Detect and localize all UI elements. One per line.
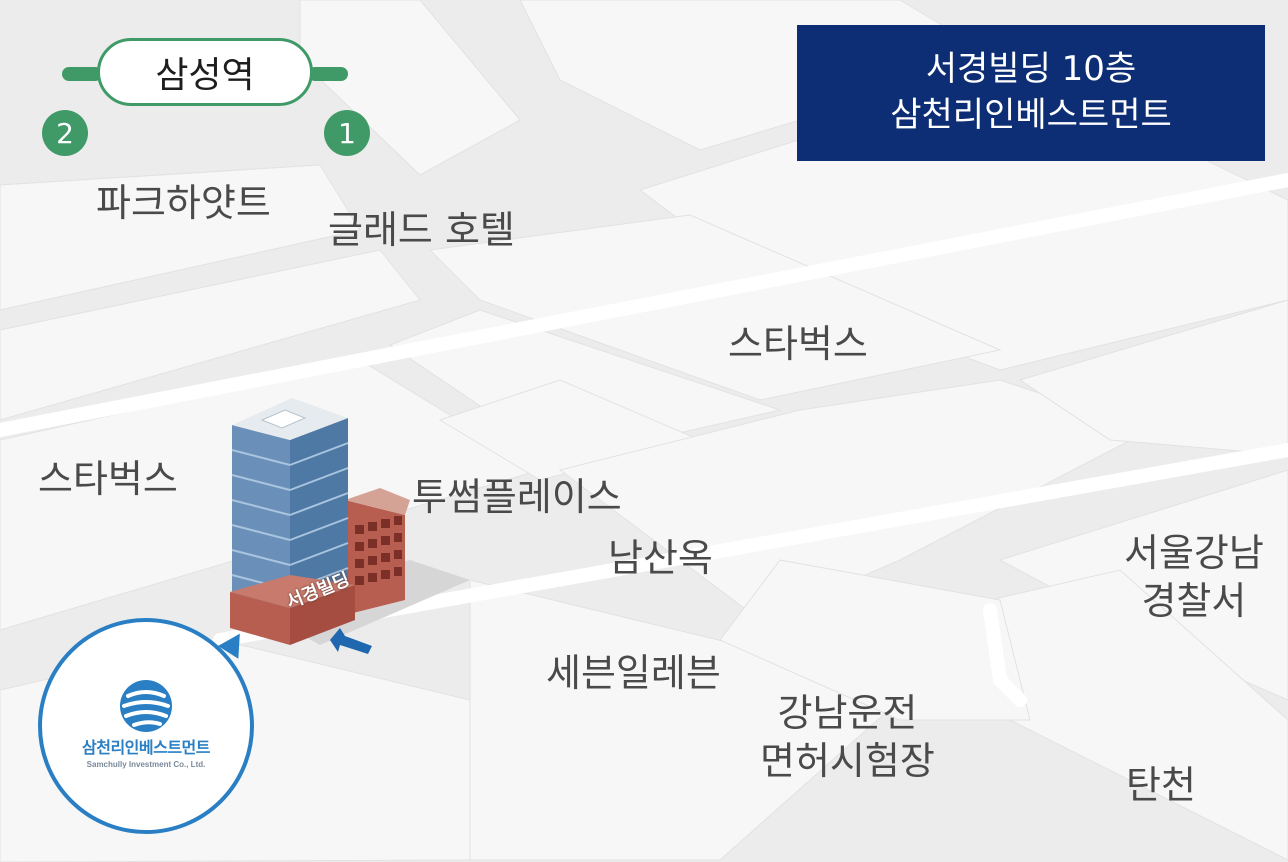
subway-line-right xyxy=(308,67,348,81)
landmark-starbucks-center: 스타벅스 xyxy=(728,322,868,366)
landmark-namsanok: 남산옥 xyxy=(608,536,713,580)
address-line-1: 서경빌딩 10층 xyxy=(925,49,1137,90)
landmark-police-station: 서울강남 경찰서 xyxy=(1124,530,1264,625)
landmark-starbucks-left: 스타벅스 xyxy=(38,457,178,501)
company-logo-badge: 삼천리인베스트먼트 Samchully Investment Co., Ltd. xyxy=(38,618,254,834)
license-center-line-1: 강남운전 xyxy=(777,691,918,735)
entrance-arrow-icon xyxy=(330,628,372,654)
address-box: 서경빌딩 10층 삼천리인베스트먼트 xyxy=(797,25,1265,161)
annex-building xyxy=(345,488,410,615)
station-name: 삼성역 xyxy=(97,38,313,106)
license-center-line-2: 면허시험장 xyxy=(760,738,935,783)
landmark-license-center: 강남운전 면허시험장 xyxy=(760,690,935,785)
globe-logo-icon xyxy=(120,680,172,732)
address-line-2: 삼천리인베스트먼트 xyxy=(890,95,1172,135)
company-name-ko: 삼천리인베스트먼트 xyxy=(82,738,210,757)
exit-2-badge: 2 xyxy=(42,110,88,156)
landmark-seven-eleven: 세븐일레븐 xyxy=(546,651,721,695)
exit-1-badge: 1 xyxy=(324,110,370,156)
landmark-park-hyatt: 파크하얏트 xyxy=(96,181,271,225)
subway-line-left xyxy=(62,67,102,81)
landmark-tancheon: 탄천 xyxy=(1126,763,1196,807)
landmark-glad-hotel: 글래드 호텔 xyxy=(328,208,515,252)
landmark-two-some-place: 투썸플레이스 xyxy=(412,475,622,519)
company-name-en: Samchully Investment Co., Ltd. xyxy=(86,760,206,769)
police-station-line-2: 경찰서 xyxy=(1141,578,1247,623)
seokyung-tower xyxy=(230,398,355,645)
police-station-line-1: 서울강남 xyxy=(1124,531,1264,575)
